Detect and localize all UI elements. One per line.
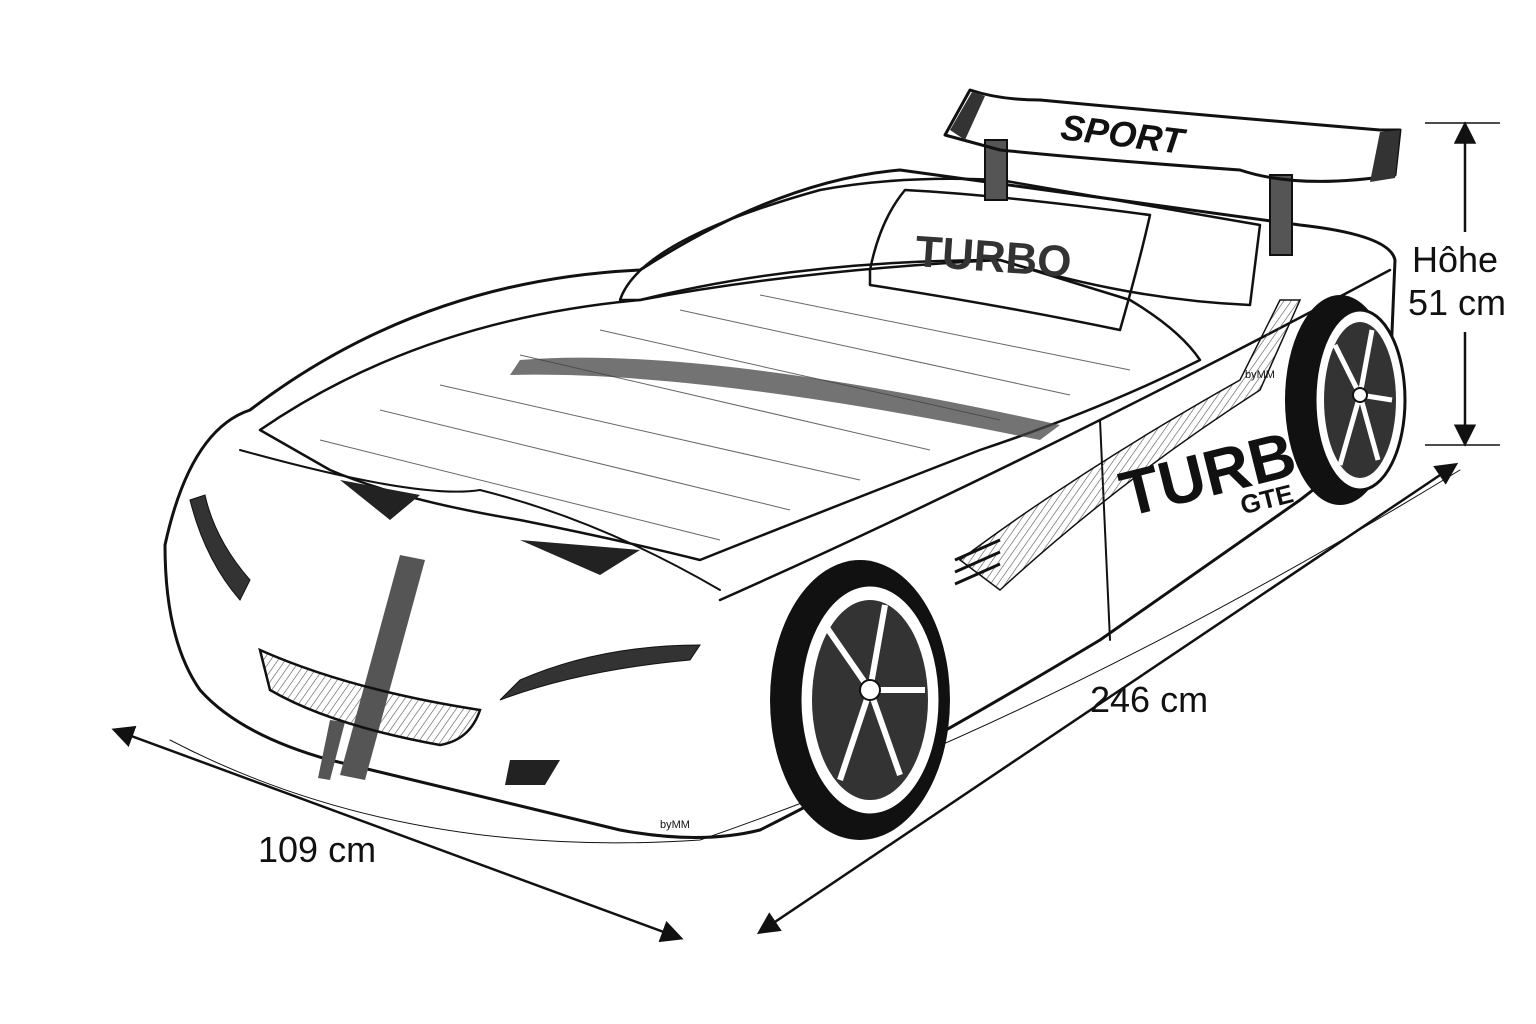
headlight-left (189, 494, 251, 601)
spoiler-post-right (1269, 174, 1293, 256)
front-wheel (770, 560, 950, 840)
dimension-height: Hôhe 51 cm (1405, 121, 1530, 447)
car-bed-illustration: TURBO SPORT TURBO GTE byMM (163, 88, 1461, 844)
width-label: 109 cm (258, 829, 376, 870)
spoiler-left-end (950, 92, 985, 140)
pillow-turbo-text: TURBO (914, 227, 1073, 287)
spoiler-sport-text: SPORT (1058, 106, 1188, 162)
racing-stripe (340, 555, 425, 780)
dimension-width: 109 cm (111, 725, 684, 943)
dimension-length: 246 cm (756, 462, 1459, 935)
headlight-right (499, 644, 701, 701)
height-label-bg (1405, 232, 1530, 332)
hood-line (239, 449, 721, 591)
dimension-arrow (111, 725, 684, 943)
length-label: 246 cm (1090, 679, 1208, 720)
mattress-band (510, 357, 1060, 440)
hood-vent-left (340, 480, 420, 520)
headboard (618, 177, 1262, 307)
height-label-line1: Hôhe (1412, 239, 1498, 280)
pillow (868, 188, 1152, 332)
spoiler-right-end (1370, 130, 1400, 182)
height-label-line2: 51 cm (1408, 282, 1506, 323)
hood-vent-right (520, 540, 640, 575)
side-brand-text: byMM (1245, 369, 1275, 381)
dimension-arrow (756, 462, 1459, 935)
rear-wheel (1285, 295, 1407, 505)
racing-stripe-2 (318, 720, 345, 780)
door-line (1099, 419, 1111, 641)
spoiler-post-left (984, 139, 1008, 201)
fog-light (505, 760, 560, 785)
front-brand-text: byMM (660, 819, 690, 831)
